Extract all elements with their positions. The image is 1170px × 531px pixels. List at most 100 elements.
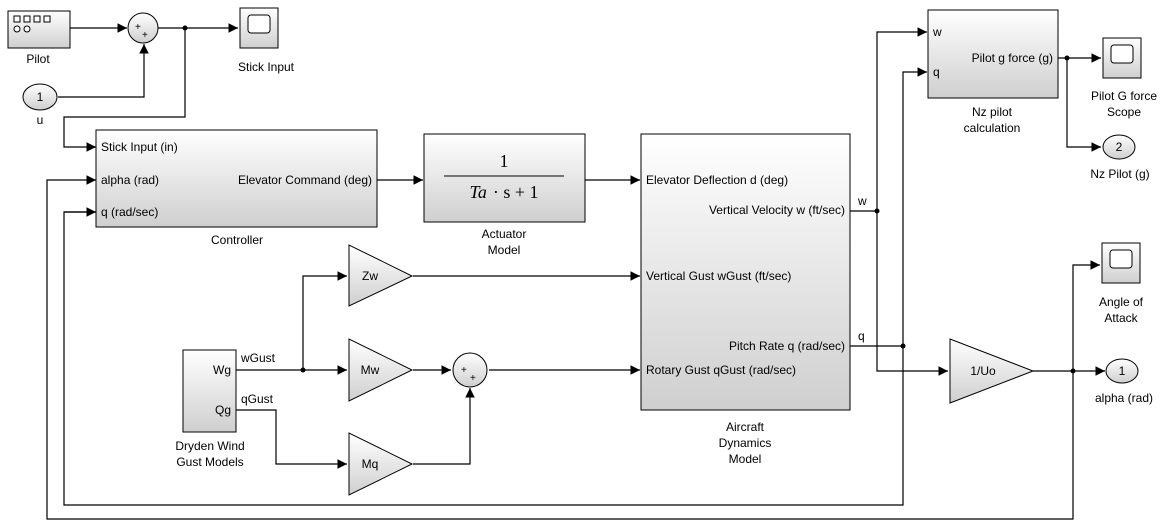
signal-qgust-label: qGust: [241, 392, 274, 406]
actuator-label-2: Model: [488, 243, 521, 257]
gain-uo-label: 1/Uo: [970, 364, 996, 378]
inport-u-number: 1: [37, 90, 44, 104]
actuator-body[interactable]: [423, 133, 586, 223]
aircraft-body[interactable]: [640, 133, 851, 411]
junction-dot: [300, 367, 306, 373]
wire-stick-to-controller[interactable]: [63, 28, 186, 152]
junction-dot: [874, 208, 880, 214]
scope-icon: [247, 14, 271, 34]
controller-block[interactable]: Stick Input (in) alpha (rad) q (rad/sec)…: [95, 129, 378, 247]
dryden-block[interactable]: Wg Qg Dryden Wind Gust Models: [175, 349, 245, 469]
aircraft-out-q: Pitch Rate q (rad/sec): [729, 339, 845, 353]
actuator-den-rest: · s + 1: [493, 182, 539, 202]
gain-zw-label: Zw: [362, 269, 378, 283]
wire-w-to-uo[interactable]: [876, 211, 948, 376]
gain-zw-body[interactable]: [348, 244, 414, 307]
wire-alpha-to-scope[interactable]: [1072, 260, 1100, 371]
aoa-scope-label-2: Attack: [1104, 311, 1138, 325]
signal-w-label: w: [857, 194, 867, 208]
aoa-scope-label-1: Angle of: [1099, 295, 1144, 309]
outport-alpha-body[interactable]: [1105, 358, 1139, 384]
gain-mw-body[interactable]: [348, 338, 414, 402]
actuator-den-ta: Ta: [469, 182, 486, 202]
actuator-denominator: Ta · s + 1: [469, 182, 538, 202]
gain-zw[interactable]: Zw: [348, 244, 414, 307]
inport-u-body[interactable]: [22, 83, 58, 111]
signal-q-label: q: [858, 329, 865, 343]
aircraft-label-2: Dynamics: [719, 436, 772, 450]
aoa-scope[interactable]: Angle of Attack: [1099, 242, 1144, 325]
outport-nz-label: Nz Pilot (g): [1090, 167, 1149, 181]
wire-q-to-nz[interactable]: [902, 67, 927, 346]
junction-dot: [900, 343, 906, 349]
sum-stick-body[interactable]: [127, 12, 159, 44]
gain-mq-body[interactable]: [348, 432, 414, 496]
controller-in-q: q (rad/sec): [101, 205, 158, 219]
wire-alpha-feedback[interactable]: [46, 175, 1074, 520]
dryden-out-wg: Wg: [213, 363, 231, 377]
wire-w-to-nz[interactable]: [876, 27, 927, 211]
aircraft-in-qgust: Rotary Gust qGust (rad/sec): [646, 363, 796, 377]
wire-qgust-to-mq[interactable]: [236, 409, 347, 469]
gain-mq[interactable]: Mq: [348, 432, 414, 496]
gain-mw[interactable]: Mw: [348, 338, 414, 402]
stick-scope-label: Stick Input: [238, 60, 295, 74]
gain-uo-body[interactable]: [949, 338, 1035, 404]
aircraft-out-w: Vertical Velocity w (ft/sec): [709, 203, 845, 217]
outport-nz-number: 2: [1116, 140, 1123, 154]
gain-mq-label: Mq: [362, 457, 379, 471]
junction-dots: [182, 25, 1076, 374]
gain-mw-label: Mw: [361, 363, 380, 377]
actuator-numerator: 1: [500, 151, 509, 171]
stick-input-scope[interactable]: Stick Input: [238, 7, 295, 74]
sum-stick-block[interactable]: + +: [127, 12, 159, 44]
dryden-label-1: Dryden Wind: [175, 439, 244, 453]
sum-stick-sign-1: +: [135, 22, 141, 33]
nz-out: Pilot g force (g): [972, 51, 1053, 65]
inport-u[interactable]: 1 u: [22, 83, 58, 127]
scope-icon: [1109, 249, 1133, 269]
wire-mq-to-sum[interactable]: [413, 388, 475, 465]
gforce-scope[interactable]: Pilot G force Scope: [1091, 37, 1157, 119]
gain-uo[interactable]: 1/Uo: [949, 338, 1035, 404]
controller-body[interactable]: [95, 129, 378, 228]
signal-wgust-label: wGust: [240, 351, 276, 365]
nz-pilot-block[interactable]: w q Pilot g force (g) Nz pilot calculati…: [927, 9, 1059, 135]
nz-body[interactable]: [927, 9, 1059, 99]
nz-in-w: w: [932, 25, 942, 39]
controller-label: Controller: [211, 233, 263, 247]
pilot-icon: [13, 15, 51, 33]
gforce-scope-label-1: Pilot G force: [1091, 89, 1157, 103]
gforce-scope-label-2: Scope: [1107, 105, 1141, 119]
outport-nz-body[interactable]: [1102, 134, 1136, 160]
aircraft-in-elev: Elevator Deflection d (deg): [646, 173, 788, 187]
outport-alpha[interactable]: 1 alpha (rad): [1095, 358, 1153, 405]
wire-nz-to-outport[interactable]: [1066, 58, 1101, 152]
outport-alpha-label: alpha (rad): [1095, 391, 1153, 405]
aircraft-in-wgust: Vertical Gust wGust (ft/sec): [646, 269, 791, 283]
aircraft-label-1: Aircraft: [726, 420, 765, 434]
pilot-block[interactable]: Pilot: [7, 10, 71, 66]
sum-stick-sign-2: +: [142, 30, 148, 41]
signal-lines: [46, 23, 1105, 520]
wire-u-to-sum[interactable]: [58, 44, 149, 98]
junction-dot: [1070, 368, 1076, 374]
actuator-label-1: Actuator: [482, 227, 527, 241]
controller-out-cmd: Elevator Command (deg): [238, 173, 372, 187]
dryden-out-qg: Qg: [215, 403, 231, 417]
outport-nz[interactable]: 2 Nz Pilot (g): [1090, 134, 1150, 181]
nz-label-1: Nz pilot: [972, 105, 1013, 119]
sum-gust-body[interactable]: [452, 352, 488, 388]
actuator-block[interactable]: 1 Ta · s + 1 Actuator Model: [423, 133, 586, 257]
pilot-label: Pilot: [26, 52, 50, 66]
sum-gust-block[interactable]: + +: [452, 352, 488, 388]
dryden-body[interactable]: [182, 349, 237, 433]
sum-gust-sign-2: +: [470, 373, 476, 384]
sum-gust-sign-1: +: [461, 365, 467, 376]
controller-in-stick: Stick Input (in): [101, 140, 178, 154]
aircraft-dynamics-block[interactable]: Elevator Deflection d (deg) Vertical Vel…: [640, 133, 851, 466]
wire-wgust-to-zw[interactable]: [302, 271, 347, 370]
scope-icon: [1110, 44, 1134, 64]
aircraft-label-3: Model: [729, 452, 762, 466]
